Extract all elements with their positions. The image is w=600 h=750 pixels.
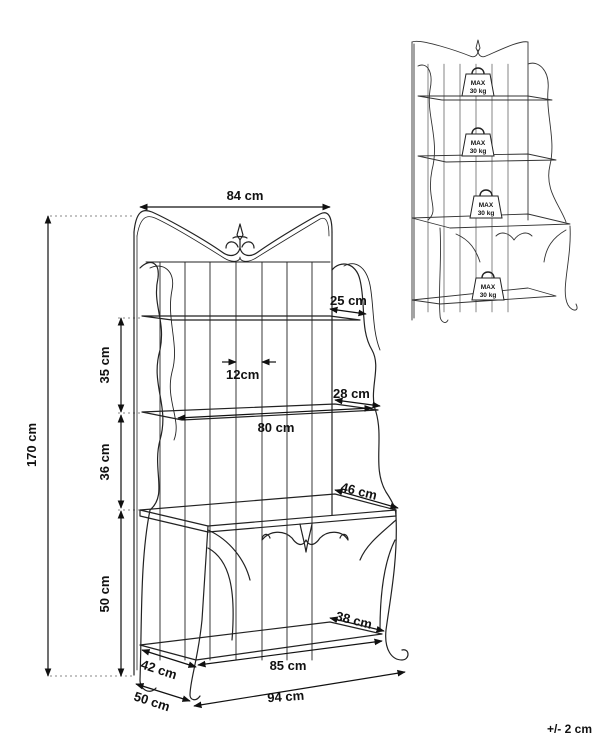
dimension-lines [44, 203, 406, 709]
dim-width-base: 94 cm [267, 688, 305, 706]
dim-width-bottom-shelf: 85 cm [270, 658, 307, 673]
weight-icon: MAX 30 kg [461, 67, 495, 97]
weight-icon: MAX 30 kg [469, 189, 503, 219]
weight-label: MAX [471, 140, 486, 147]
dim-depth-second-shelf: 28 cm [333, 386, 370, 401]
dim-total-height: 170 cm [24, 423, 39, 467]
dim-depth-base: 50 cm [132, 689, 172, 715]
weight-label: MAX [481, 284, 496, 291]
dim-height-lower: 50 cm [97, 576, 112, 613]
weight-value: 30 kg [470, 88, 487, 95]
dim-bar-spacing: 12cm [226, 367, 259, 382]
weight-label: MAX [479, 202, 494, 209]
dim-height-middle: 36 cm [97, 444, 112, 481]
weight-value: 30 kg [478, 210, 495, 217]
top-shelf [141, 315, 361, 321]
finial-ornament [225, 223, 255, 249]
lower-arch [207, 519, 397, 641]
dim-width-second-shelf: 80 cm [258, 420, 295, 435]
weight-icon: MAX 30 kg [461, 127, 495, 157]
dim-height-upper: 35 cm [97, 347, 112, 384]
load-capacity-drawing [411, 39, 578, 323]
weight-value: 30 kg [480, 292, 497, 299]
tolerance-note: +/- 2 cm [547, 722, 592, 736]
dim-depth-bottom-shelf: 38 cm [334, 608, 373, 631]
dim-depth-side-bottom: 42 cm [139, 657, 179, 683]
bottom-shelf [139, 621, 383, 661]
weight-label: MAX [471, 80, 486, 87]
weight-icons: MAX 30 kg MAX 30 kg MAX 30 kg MAX 30 kg [461, 67, 505, 301]
back-bars [145, 261, 331, 661]
dim-width-top: 84 cm [227, 188, 264, 203]
left-front-leg [139, 261, 164, 692]
scroll-ornament [261, 523, 349, 553]
worktop [139, 493, 397, 527]
dim-depth-worktop: 46 cm [339, 479, 378, 502]
weight-icon: MAX 30 kg [471, 271, 505, 301]
top-crest [133, 210, 333, 257]
dimension-labels: 84 cm 170 cm 35 cm 36 cm 50 cm 25 cm 12c… [24, 188, 379, 714]
middle-shelf [141, 403, 379, 421]
dim-depth-top-shelf: 25 cm [330, 293, 367, 308]
weight-value: 30 kg [470, 148, 487, 155]
